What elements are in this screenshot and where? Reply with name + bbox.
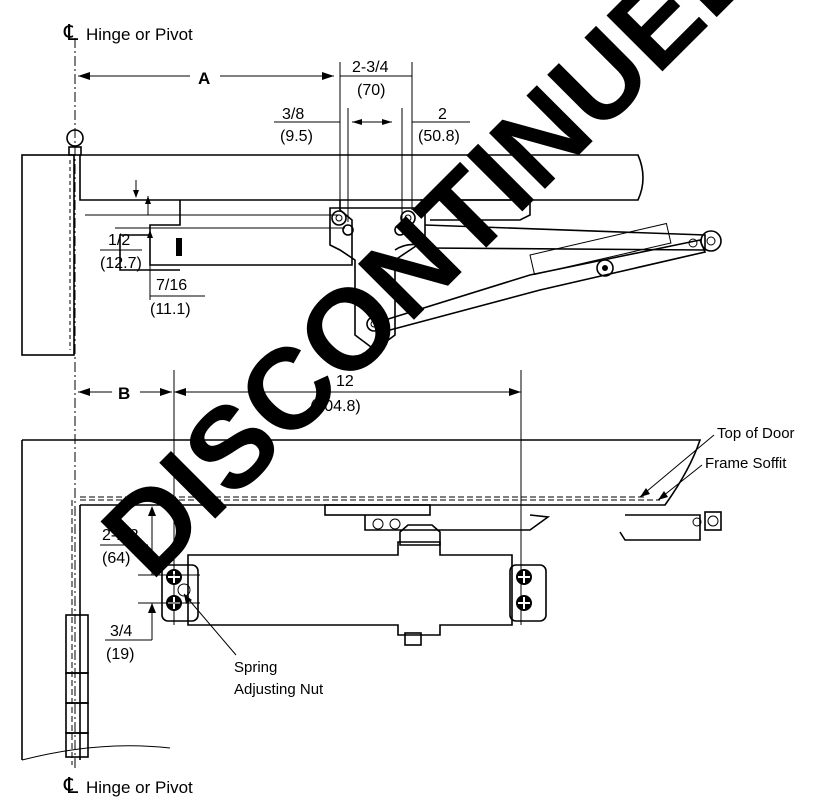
pivot-circle bbox=[66, 129, 84, 147]
dimension-2: 2 (50.8) bbox=[401, 106, 470, 222]
arm-front-separate bbox=[619, 514, 701, 541]
closer-mount-plate-right bbox=[509, 564, 547, 622]
dim-19: (19) bbox=[106, 646, 134, 663]
closer-body bbox=[187, 541, 513, 636]
dim-b-label: B bbox=[118, 384, 130, 403]
door-plan-view bbox=[79, 154, 644, 201]
dimension-a: A bbox=[78, 69, 334, 88]
dim-2-3-4: 2-3/4 bbox=[352, 59, 389, 76]
dim-304-8: (304.8) bbox=[310, 398, 361, 415]
spring-adjusting-nut bbox=[177, 583, 191, 597]
dimension-7-16: 7/16 (11.1) bbox=[147, 230, 205, 318]
dim-50-8: (50.8) bbox=[418, 128, 460, 145]
dim-3-4: 3/4 bbox=[110, 623, 132, 640]
bracket-screw-4 bbox=[394, 224, 406, 236]
dim-2-1-2: 2-1/2 bbox=[102, 527, 139, 544]
dim-1-2: 1/2 bbox=[108, 232, 130, 249]
closer-mount-screws bbox=[166, 569, 532, 611]
dimension-3-8: 3/8 (9.5) bbox=[274, 106, 392, 222]
dim-3-8: 3/8 bbox=[282, 106, 304, 123]
dimension-2-1-2: 2-1/2 (64) bbox=[100, 506, 200, 576]
dim-9-5: (9.5) bbox=[280, 128, 313, 145]
bracket-screw-3 bbox=[400, 210, 416, 226]
arm-bracket bbox=[329, 207, 426, 351]
label-spring: Spring bbox=[234, 659, 277, 676]
dim-a-label: A bbox=[198, 69, 210, 88]
dim-70: (70) bbox=[357, 82, 385, 99]
main-arm bbox=[424, 224, 706, 251]
dim-12: 12 bbox=[336, 373, 354, 390]
dim-11-1: (11.1) bbox=[150, 301, 191, 318]
closer-mount-plate-left bbox=[161, 564, 199, 622]
dimension-2-3-4: 2-3/4 (70) bbox=[339, 59, 413, 210]
hinge-leaf-1 bbox=[65, 614, 89, 674]
hinge-leaf-2 bbox=[65, 672, 89, 704]
dimension-b: B bbox=[78, 384, 172, 403]
hinge-label-bottom: Hinge or Pivot bbox=[86, 778, 193, 797]
centerline-symbol-top: ℄ bbox=[63, 20, 79, 45]
dimension-1-2: 1/2 (12.7) bbox=[100, 180, 185, 272]
label-adjusting-nut: Adjusting Nut bbox=[234, 681, 324, 698]
dimension-3-4: 3/4 (19) bbox=[105, 602, 200, 663]
bracket-screw-2 bbox=[342, 224, 354, 236]
hinge-leaf-4 bbox=[65, 732, 89, 758]
bracket-screw-1 bbox=[331, 210, 347, 226]
hinge-label-top: Hinge or Pivot bbox=[86, 25, 193, 44]
frame-plan-view bbox=[21, 154, 75, 356]
centerline-symbol-bottom: ℄ bbox=[63, 773, 79, 798]
dim-7-16: 7/16 bbox=[156, 277, 187, 294]
arm-front-bracket bbox=[324, 504, 431, 516]
door-elevation bbox=[22, 439, 702, 506]
hinge-leaf-3 bbox=[65, 702, 89, 734]
dim-64: (64) bbox=[102, 550, 130, 567]
label-frame-soffit: Frame Soffit bbox=[705, 455, 787, 472]
dim-12-7: (12.7) bbox=[100, 255, 142, 272]
bracket-pivot bbox=[366, 316, 382, 332]
arm-end-pivot bbox=[700, 230, 722, 252]
dim-2: 2 bbox=[438, 106, 447, 123]
label-top-of-door: Top of Door bbox=[717, 425, 795, 442]
